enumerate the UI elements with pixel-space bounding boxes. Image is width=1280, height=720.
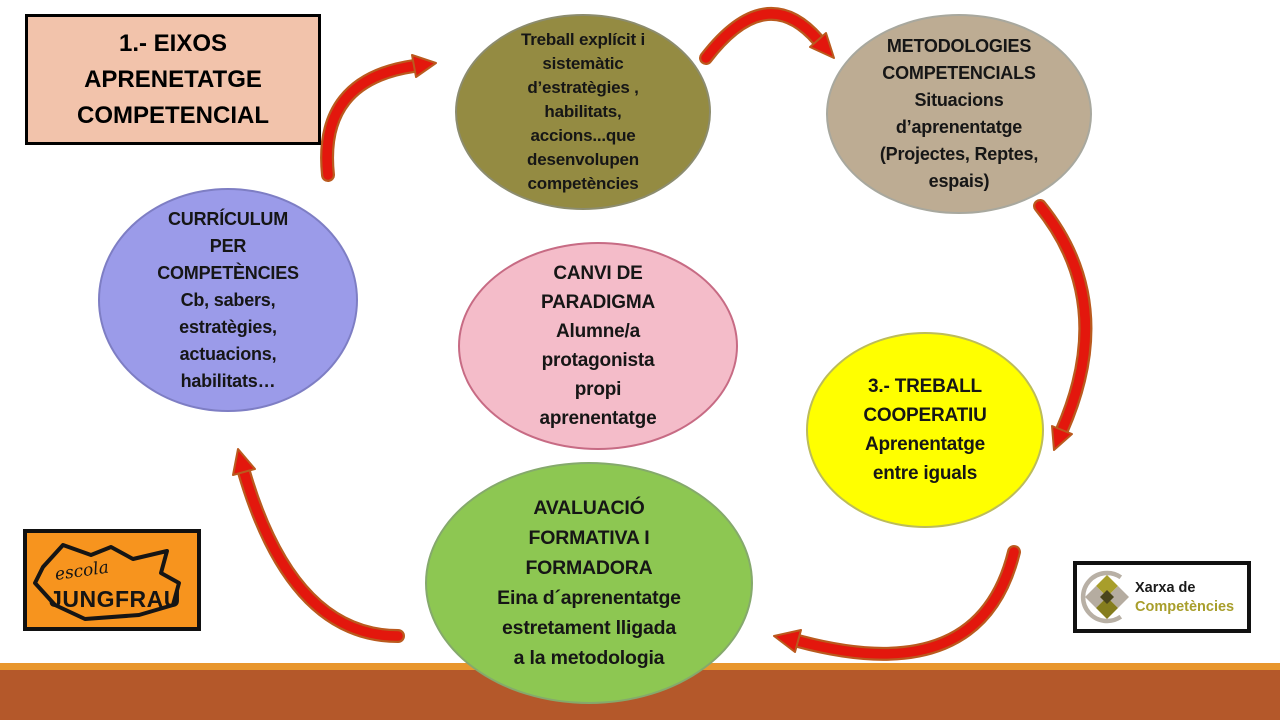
ellipse-text-line: habilitats,	[544, 102, 622, 121]
ellipse-text-line: Alumne/a	[556, 321, 640, 342]
cycle-arrow-top	[699, 7, 835, 65]
jungfrau-main-text: JUNGFRAU	[49, 586, 181, 612]
ellipse-text-line: a la metodologia	[513, 647, 665, 669]
ellipse-text-line: estretament lligada	[502, 617, 676, 639]
ellipse-text-line: CANVI DE	[553, 263, 643, 284]
jungfrau-script-text: escola	[54, 558, 110, 585]
ellipse-text-line: Situacions	[914, 90, 1004, 110]
ellipse-curriculum: CURRÍCULUM PER COMPETÈNCIES Cb, sabers, …	[98, 188, 358, 412]
ellipse-text-line: METODOLOGIES	[886, 36, 1032, 56]
ellipse-text-line: PARADIGMA	[541, 292, 655, 313]
ellipse-text-line: estratègies,	[179, 316, 277, 337]
xarxa-logo-graphic: Xarxa de Competències	[1080, 570, 1234, 624]
ellipse-text-line: d’aprenentatge	[895, 117, 1023, 137]
ellipse-text-line: Aprenentatge	[864, 434, 986, 455]
xarxa-logo: Xarxa de Competències	[1073, 561, 1251, 633]
ellipse-text-line: propi	[574, 379, 622, 400]
ellipse-text-line: (Projectes, Reptes,	[879, 144, 1039, 164]
ellipse-text-line: accions...que	[530, 126, 636, 145]
xarxa-ring-icon	[1080, 570, 1123, 624]
ellipse-text-line: AVALUACIÓ	[533, 497, 645, 519]
ellipse-text-line: aprenentatge	[539, 408, 657, 429]
ellipse-text-line: actuacions,	[179, 343, 277, 364]
cycle-arrow-bottom-right	[773, 545, 1021, 661]
ellipse-text-line: COMPETENCIALS	[882, 63, 1036, 83]
ellipse-text-line: FORMADORA	[525, 557, 653, 579]
ellipse-text-line: protagonista	[541, 350, 655, 371]
jungfrau-outline-shape	[33, 543, 181, 621]
ellipse-text-line: d’estratègies ,	[527, 78, 639, 97]
ellipse-text-line: entre iguals	[872, 463, 978, 484]
ellipse-text-line: PER	[209, 235, 247, 256]
ellipse-text-line: Eina d´aprenentatge	[497, 587, 681, 609]
xarxa-flower-icon	[1085, 575, 1129, 619]
ellipse-metodologies: METODOLOGIES COMPETENCIALS Situacions d’…	[826, 14, 1092, 214]
cycle-arrow-top-left	[320, 54, 437, 182]
ellipse-treball-explicit: Treball explícit i sistemàtic d’estratèg…	[455, 14, 711, 210]
ellipse-text-line: 3.- TREBALL	[868, 376, 982, 397]
cycle-arrow-right	[1033, 199, 1093, 451]
title-line: COMPETENCIAL	[77, 101, 269, 129]
ellipse-text-line: desenvolupen	[527, 150, 639, 169]
ellipse-text-line: Treball explícit i	[521, 30, 645, 49]
ellipse-text-line: COMPETÈNCIES	[157, 262, 299, 283]
cycle-arrow-bottom-left	[232, 448, 405, 643]
jungfrau-logo-graphic: escola JUNGFRAU	[33, 543, 181, 621]
ellipse-text-line: CURRÍCULUM	[168, 208, 288, 229]
ellipse-text-line: COOPERATIU	[863, 405, 987, 426]
ellipse-text-line: competències	[527, 174, 639, 193]
ellipse-text-line: espais)	[928, 171, 990, 191]
jungfrau-logo: escola JUNGFRAU	[23, 529, 201, 631]
ellipse-text-line: FORMATIVA I	[528, 527, 650, 549]
ellipse-text-line: habilitats…	[180, 370, 276, 391]
title-line: APRENETATGE	[84, 65, 262, 93]
ellipse-text-line: sistemàtic	[542, 54, 624, 73]
ellipse-treball-cooperatiu: 3.- TREBALL COOPERATIU Aprenentatge entr…	[806, 332, 1044, 528]
ellipse-canvi-paradigma: CANVI DE PARADIGMA Alumne/a protagonista…	[458, 242, 738, 450]
ellipse-text-line: Cb, sabers,	[180, 289, 276, 310]
xarxa-logo-line1: Xarxa de	[1135, 580, 1195, 596]
title-box: 1.- EIXOS APRENETATGE COMPETENCIAL	[25, 14, 321, 145]
title-line: 1.- EIXOS	[118, 29, 228, 57]
ellipse-avaluacio: AVALUACIÓ FORMATIVA I FORMADORA Eina d´a…	[425, 462, 753, 704]
xarxa-logo-line2: Competències	[1135, 599, 1234, 615]
